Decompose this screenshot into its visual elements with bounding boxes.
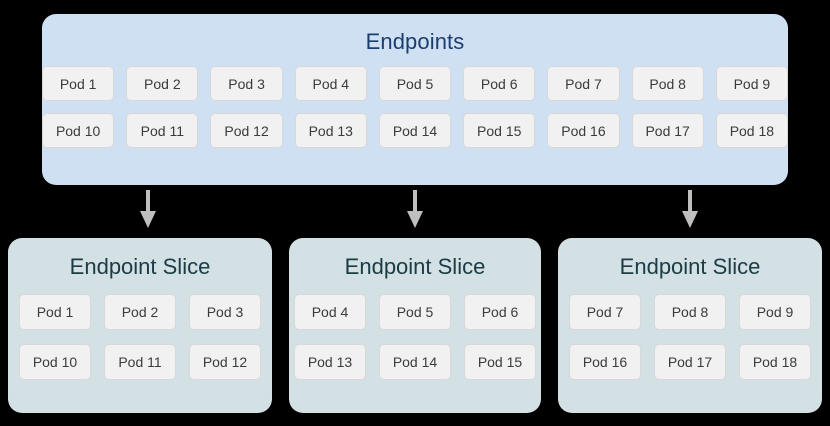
arrow-down-icon [682, 190, 698, 228]
pod-chip: Pod 16 [569, 344, 641, 380]
pod-chip: Pod 17 [654, 344, 726, 380]
slice-pod-row-2: Pod 13 Pod 14 Pod 15 [289, 344, 541, 380]
pod-chip: Pod 4 [294, 66, 367, 101]
pod-chip: Pod 10 [42, 113, 115, 148]
pod-chip: Pod 12 [210, 113, 283, 148]
endpoint-slice-panel-2: Endpoint Slice Pod 4 Pod 5 Pod 6 Pod 13 … [289, 238, 541, 413]
pod-chip: Pod 11 [126, 113, 199, 148]
pod-chip: Pod 2 [104, 294, 176, 330]
pod-chip: Pod 16 [547, 113, 620, 148]
pod-chip: Pod 15 [463, 113, 536, 148]
pod-chip: Pod 6 [464, 294, 536, 330]
endpoint-slice-panel-1: Endpoint Slice Pod 1 Pod 2 Pod 3 Pod 10 … [8, 238, 272, 413]
endpoint-slice-title: Endpoint Slice [344, 254, 486, 279]
endpoint-slice-title: Endpoint Slice [619, 254, 761, 279]
endpoints-pod-row-2: Pod 10 Pod 11 Pod 12 Pod 13 Pod 14 Pod 1… [42, 113, 788, 148]
pod-chip: Pod 8 [631, 66, 704, 101]
pod-chip: Pod 3 [189, 294, 261, 330]
pod-chip: Pod 6 [463, 66, 536, 101]
pod-chip: Pod 1 [42, 66, 115, 101]
pod-chip: Pod 7 [569, 294, 641, 330]
slice-pod-row-1: Pod 4 Pod 5 Pod 6 [289, 294, 541, 330]
pod-chip: Pod 1 [19, 294, 91, 330]
pod-chip: Pod 14 [379, 344, 451, 380]
pod-chip: Pod 13 [294, 113, 367, 148]
pod-chip: Pod 18 [715, 113, 788, 148]
pod-chip: Pod 14 [378, 113, 452, 148]
endpoints-title: Endpoints [365, 29, 465, 54]
pod-chip: Pod 9 [715, 66, 788, 101]
pod-chip: Pod 17 [631, 113, 704, 148]
pod-chip: Pod 2 [126, 66, 199, 101]
pod-chip: Pod 15 [464, 344, 536, 380]
pod-chip: Pod 8 [654, 294, 726, 330]
endpoint-slice-title: Endpoint Slice [69, 254, 211, 279]
endpoint-slice-panel-3: Endpoint Slice Pod 7 Pod 8 Pod 9 Pod 16 … [558, 238, 822, 413]
pod-chip: Pod 10 [19, 344, 91, 380]
pod-chip: Pod 12 [189, 344, 261, 380]
arrow-down-icon [407, 190, 423, 228]
slice-pod-row-1: Pod 1 Pod 2 Pod 3 [8, 294, 272, 330]
endpoints-pod-row-1: Pod 1 Pod 2 Pod 3 Pod 4 Pod 5 Pod 6 Pod … [42, 66, 788, 101]
pod-chip: Pod 13 [294, 344, 366, 380]
pod-chip: Pod 4 [294, 294, 366, 330]
slice-pod-row-2: Pod 16 Pod 17 Pod 18 [558, 344, 822, 380]
pod-chip: Pod 7 [547, 66, 620, 101]
slice-pod-row-2: Pod 10 Pod 11 Pod 12 [8, 344, 272, 380]
slice-pod-row-1: Pod 7 Pod 8 Pod 9 [558, 294, 822, 330]
pod-chip: Pod 5 [378, 66, 452, 101]
endpoints-panel: Endpoints Pod 1 Pod 2 Pod 3 Pod 4 Pod 5 … [42, 14, 788, 185]
arrow-down-icon [140, 190, 156, 228]
pod-chip: Pod 11 [104, 344, 176, 380]
pod-chip: Pod 5 [379, 294, 451, 330]
pod-chip: Pod 9 [739, 294, 811, 330]
pod-chip: Pod 3 [210, 66, 283, 101]
pod-chip: Pod 18 [739, 344, 811, 380]
